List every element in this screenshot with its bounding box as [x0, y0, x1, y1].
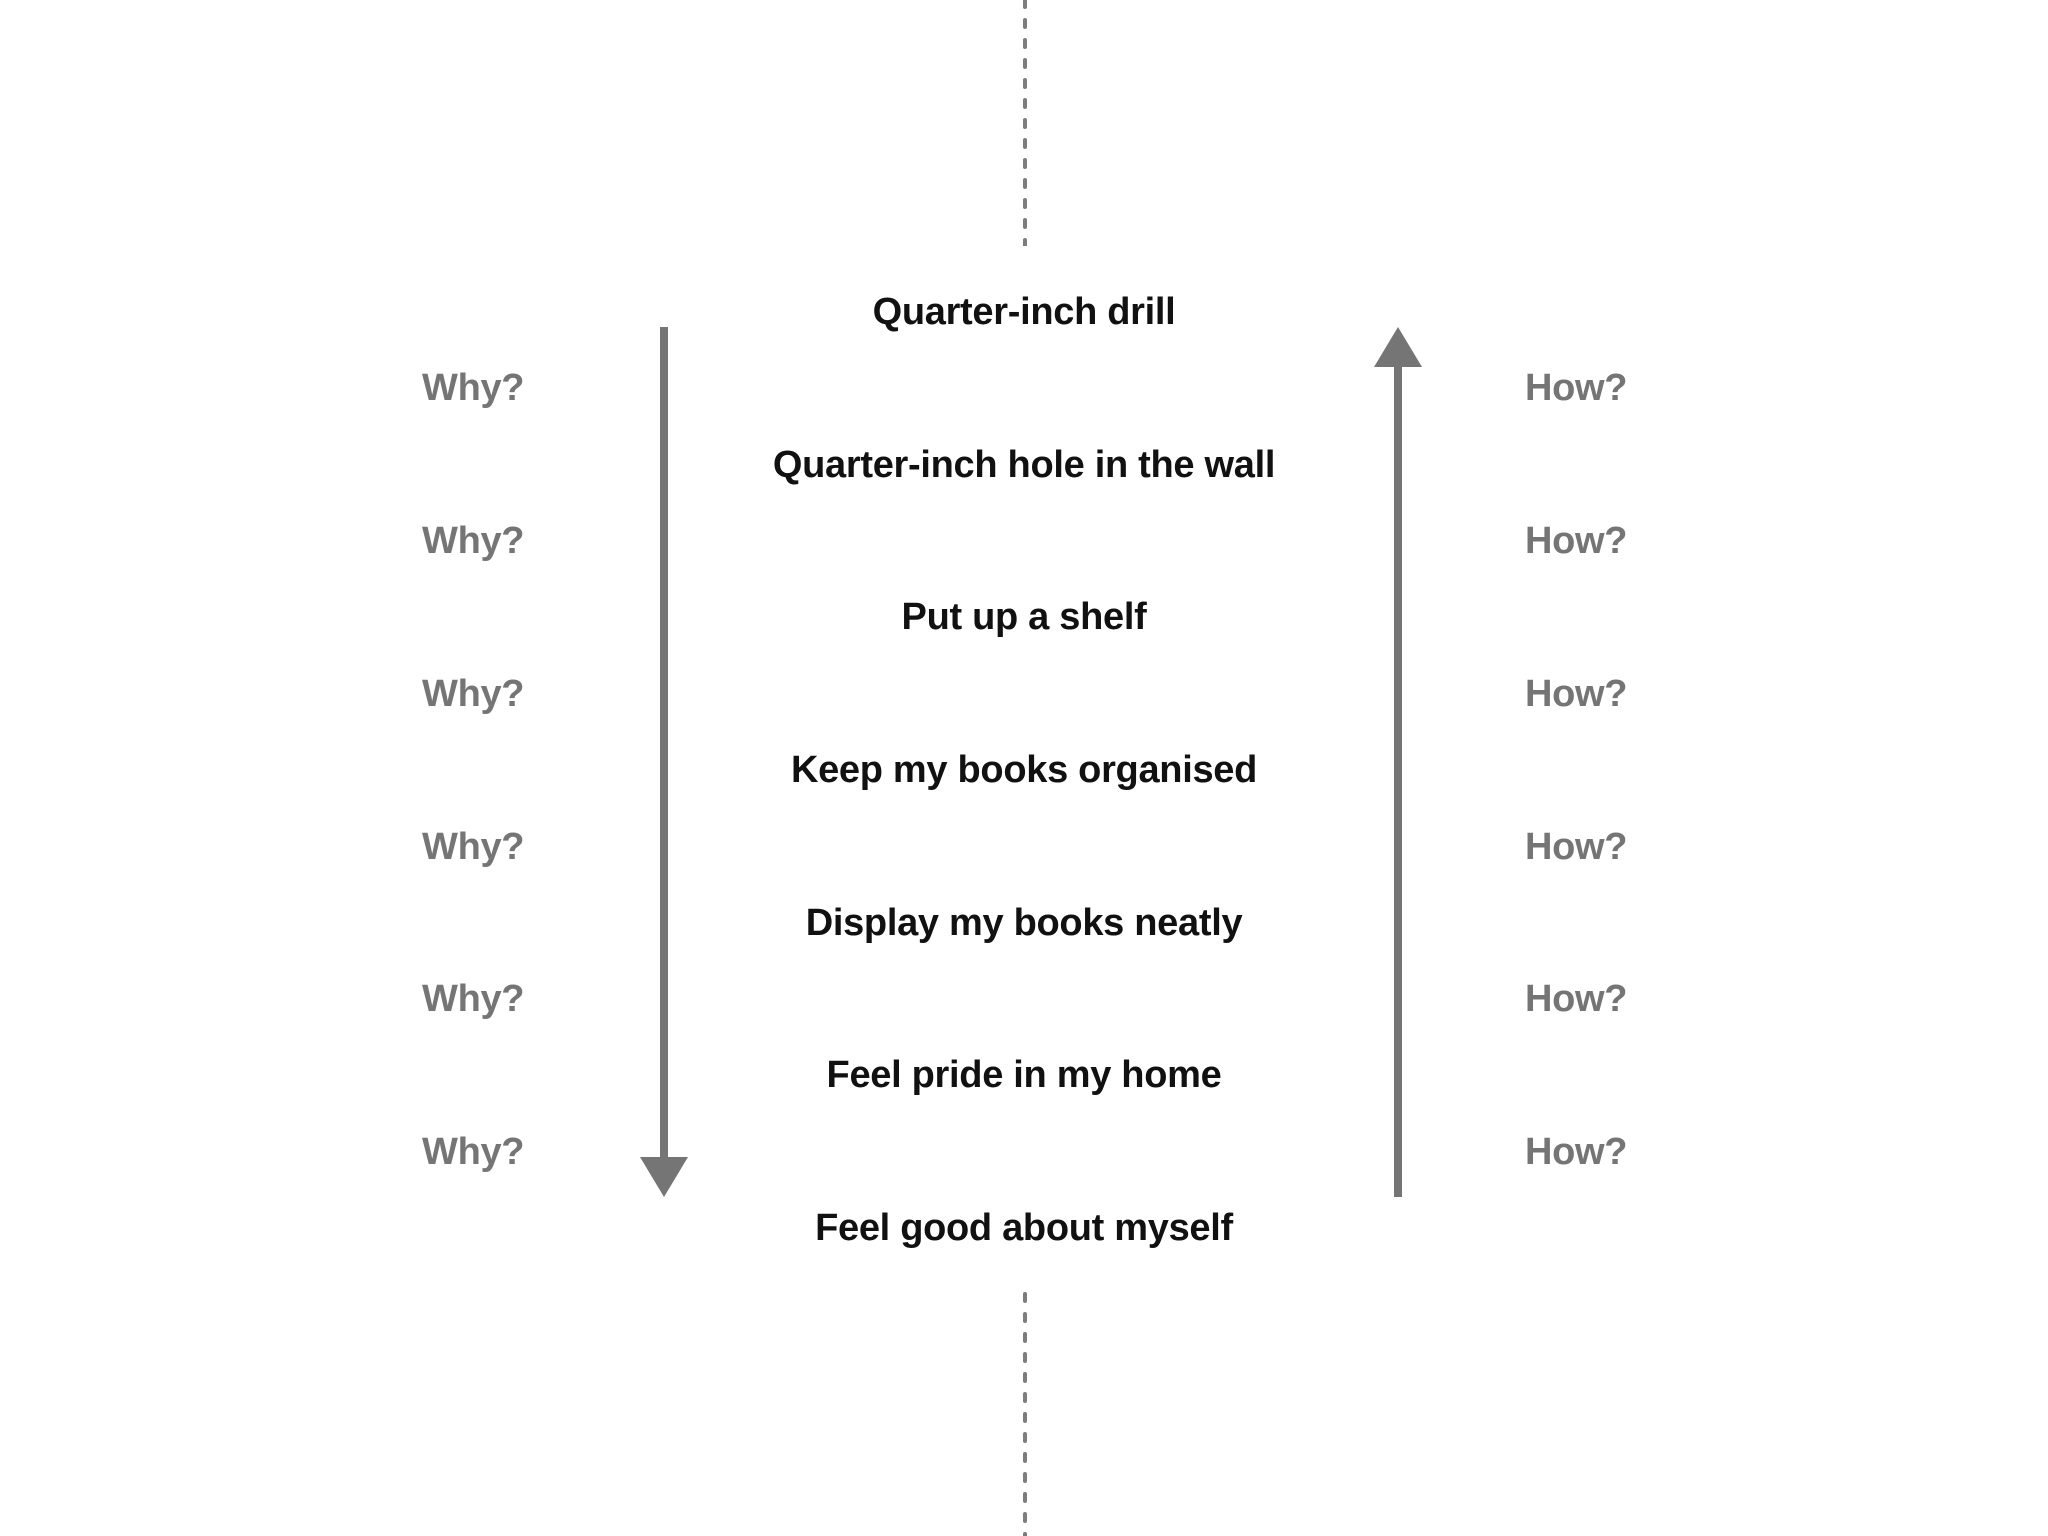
dotted-axis-top-icon — [1023, 0, 1027, 246]
ladder-statement: Display my books neatly — [805, 902, 1243, 944]
why-label: Why? — [422, 826, 525, 868]
how-label: How? — [1525, 978, 1628, 1020]
ladder-statement: Feel good about myself — [815, 1207, 1233, 1249]
how-arrow-up-icon — [1374, 327, 1422, 1197]
why-label: Why? — [422, 1131, 525, 1173]
how-label: How? — [1525, 1131, 1628, 1173]
how-label: How? — [1525, 673, 1628, 715]
ladder-statement: Keep my books organised — [790, 749, 1258, 791]
how-label: How? — [1525, 367, 1628, 409]
why-label: Why? — [422, 367, 525, 409]
why-label: Why? — [422, 520, 525, 562]
how-label: How? — [1525, 520, 1628, 562]
ladder-statement: Put up a shelf — [901, 596, 1147, 638]
why-label: Why? — [422, 673, 525, 715]
dotted-axis-bottom-icon — [1023, 1292, 1027, 1536]
why-label: Why? — [422, 978, 525, 1020]
ladder-statement: Quarter-inch drill — [872, 291, 1176, 333]
ladder-statement: Feel pride in my home — [826, 1054, 1222, 1096]
why-arrow-down-icon — [640, 327, 688, 1197]
how-label: How? — [1525, 826, 1628, 868]
ladder-statement: Quarter-inch hole in the wall — [772, 444, 1276, 486]
